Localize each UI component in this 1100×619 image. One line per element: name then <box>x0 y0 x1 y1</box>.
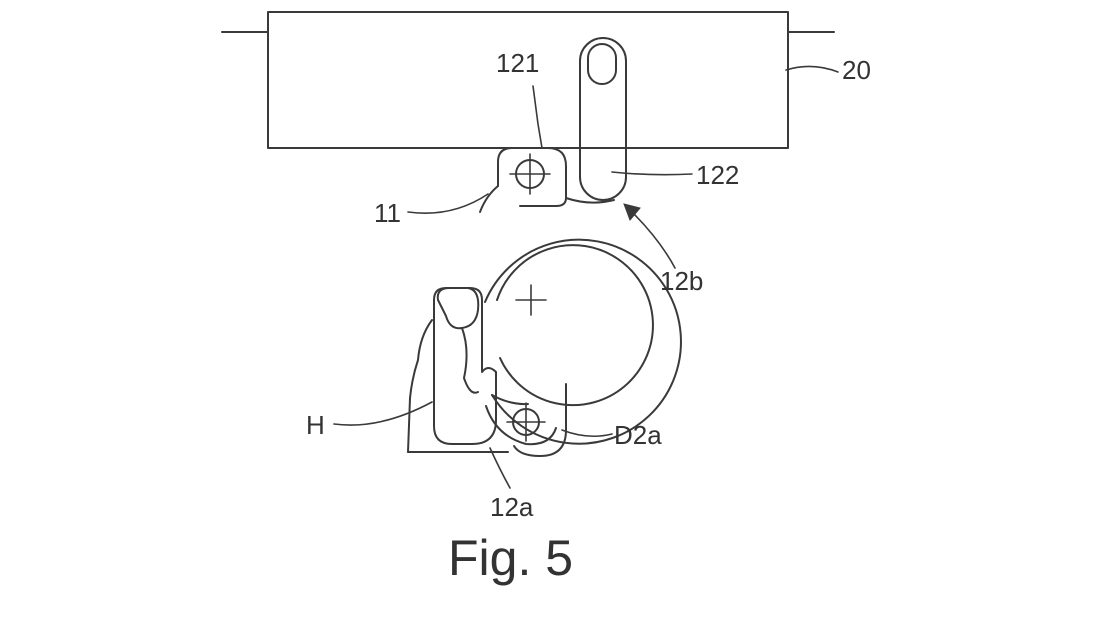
bracket-11 <box>480 148 614 212</box>
label-D2a: D2a <box>614 420 662 450</box>
label-122: 122 <box>696 160 739 190</box>
pivot-121 <box>510 154 550 194</box>
ring <box>485 240 681 444</box>
label-12a: 12a <box>490 492 534 522</box>
label-12b: 12b <box>660 266 703 296</box>
label-H: H <box>306 410 325 440</box>
beam-20 <box>222 12 834 148</box>
label-121: 121 <box>496 48 539 78</box>
label-20: 20 <box>842 55 871 85</box>
figure-caption: Fig. 5 <box>448 530 573 586</box>
label-11: 11 <box>374 198 401 228</box>
lever-122 <box>580 38 626 200</box>
